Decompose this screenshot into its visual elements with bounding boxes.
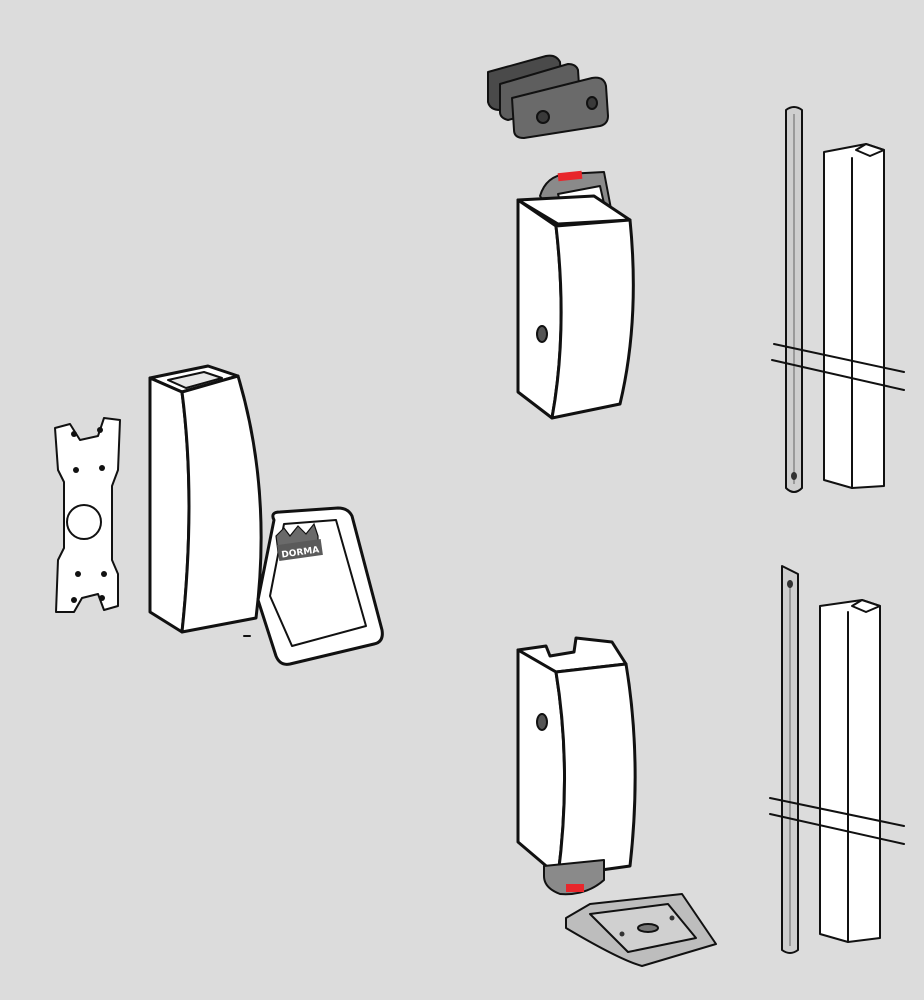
bottom-pin-marker (566, 884, 584, 892)
bottom-floor-strike (565, 893, 717, 967)
bottom-latch-housing (516, 636, 637, 896)
top-strike-block (487, 54, 609, 139)
top-guide-bar (771, 343, 905, 391)
bottom-rod-channel (819, 599, 881, 943)
center-lock-housing (148, 364, 263, 634)
top-rod-channel (823, 143, 885, 489)
top-latch-housing (516, 170, 635, 420)
bottom-guide-bar (769, 797, 905, 845)
mounting-plate (54, 417, 121, 613)
top-rod (785, 106, 803, 493)
top-pin-marker (557, 170, 583, 182)
bottom-rod (781, 565, 799, 954)
lock-cover-with-logo: DORMA (256, 506, 384, 666)
